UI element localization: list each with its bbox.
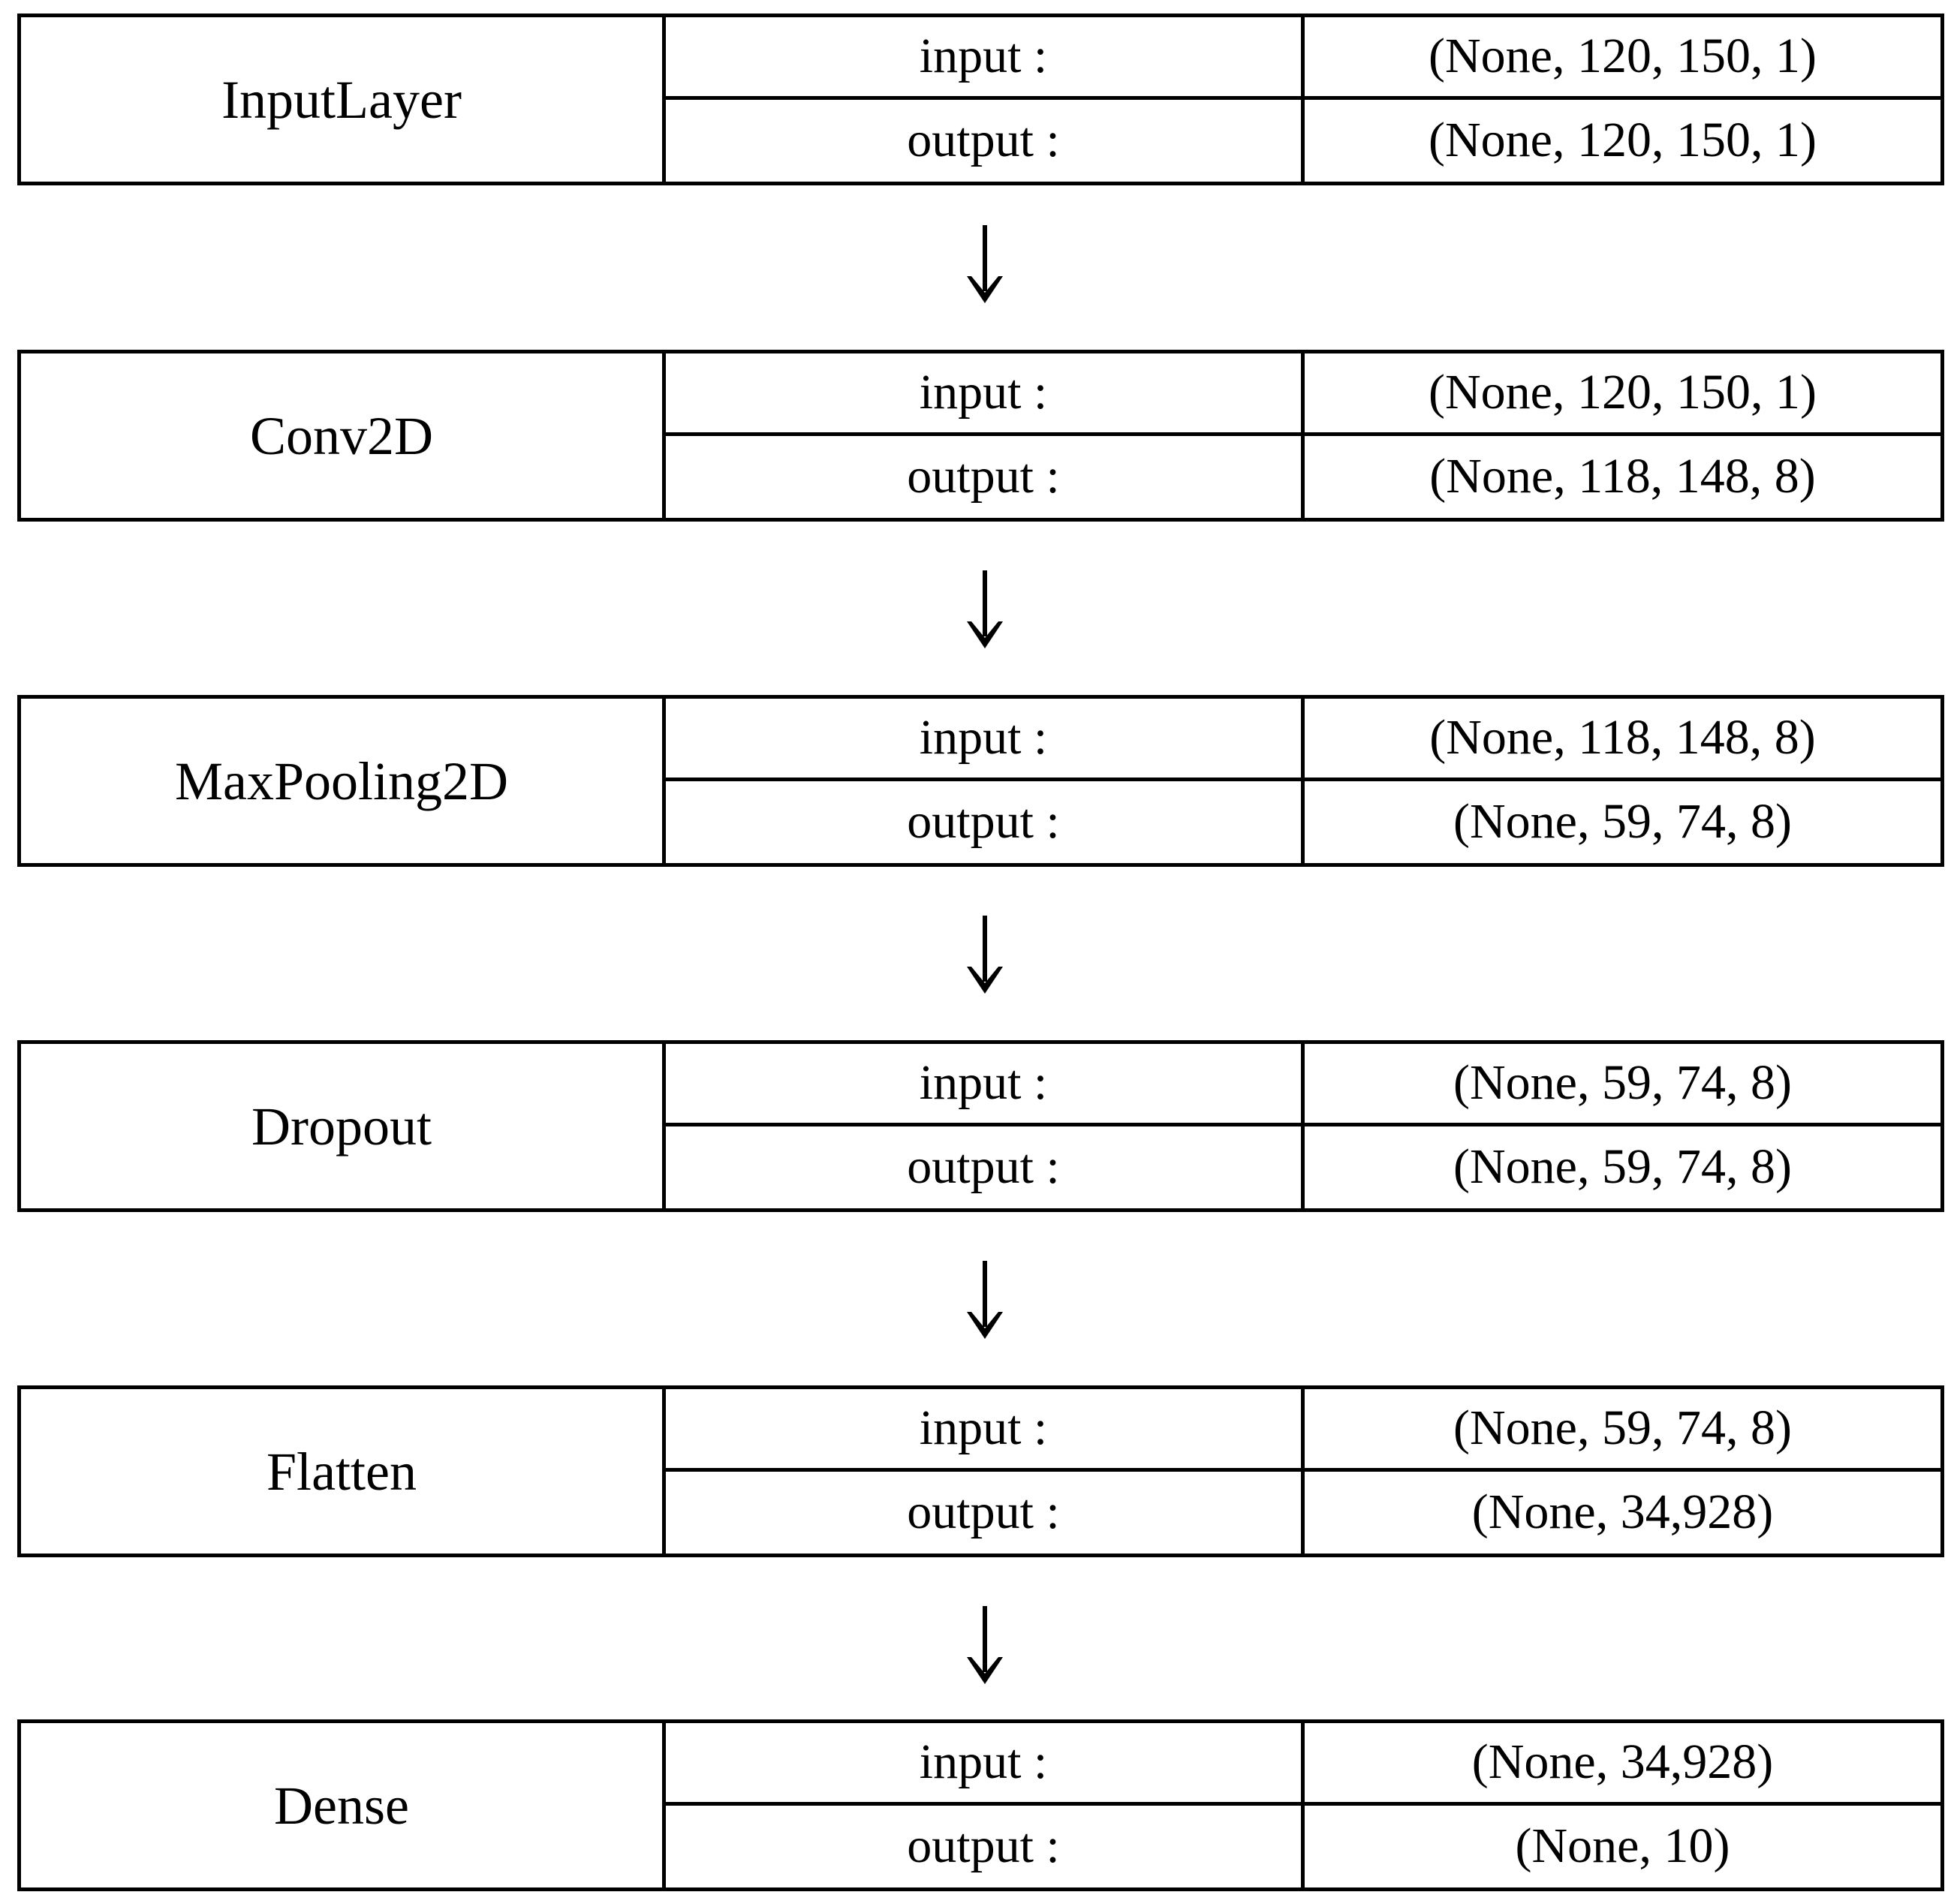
layer-io-table: input : (None, 118, 148, 8) output : (No…: [666, 699, 1940, 863]
layer-block-conv2d: Conv2D input : (None, 120, 150, 1) outpu…: [17, 350, 1944, 522]
down-arrow-icon-4: [965, 1261, 1004, 1342]
down-arrow-icon-2: [965, 570, 1004, 651]
output-row: output : (None, 34,928): [666, 1471, 1940, 1554]
layer-io-table: input : (None, 59, 74, 8) output : (None…: [666, 1044, 1940, 1208]
output-row: output : (None, 59, 74, 8): [666, 781, 1940, 863]
output-label: output :: [666, 435, 1305, 518]
output-row: output : (None, 118, 148, 8): [666, 435, 1940, 518]
layer-name: MaxPooling2D: [21, 699, 666, 863]
input-label: input :: [666, 353, 1305, 432]
input-shape: (None, 59, 74, 8): [1453, 1400, 1792, 1456]
layer-io-table: input : (None, 59, 74, 8) output : (None…: [666, 1389, 1940, 1554]
layer-name: Conv2D: [21, 353, 666, 518]
input-row: input : (None, 120, 150, 1): [666, 353, 1940, 436]
input-label: input :: [666, 1723, 1305, 1802]
input-shape: (None, 118, 148, 8): [1429, 710, 1816, 766]
output-row: output : (None, 59, 74, 8): [666, 1126, 1940, 1208]
output-shape: (None, 34,928): [1471, 1484, 1774, 1540]
output-label: output :: [666, 1805, 1305, 1887]
input-row: input : (None, 34,928): [666, 1723, 1940, 1806]
output-shape: (None, 120, 150, 1): [1429, 113, 1817, 168]
layer-io-table: input : (None, 120, 150, 1) output : (No…: [666, 353, 1940, 518]
input-label: input :: [666, 17, 1305, 96]
output-label: output :: [666, 1126, 1305, 1208]
input-row: input : (None, 59, 74, 8): [666, 1044, 1940, 1126]
output-shape: (None, 59, 74, 8): [1453, 1139, 1792, 1195]
layer-block-inputlayer: InputLayer input : (None, 120, 150, 1) o…: [17, 14, 1944, 185]
input-label: input :: [666, 1044, 1305, 1123]
input-row: input : (None, 118, 148, 8): [666, 699, 1940, 781]
down-arrow-icon-1: [965, 225, 1004, 306]
output-row: output : (None, 120, 150, 1): [666, 99, 1940, 182]
down-arrow-icon-5: [965, 1606, 1004, 1687]
input-row: input : (None, 59, 74, 8): [666, 1389, 1940, 1472]
input-shape: (None, 59, 74, 8): [1453, 1055, 1792, 1111]
output-label: output :: [666, 781, 1305, 863]
layer-name: InputLayer: [21, 17, 666, 182]
layer-name: Dropout: [21, 1044, 666, 1208]
layer-block-dense: Dense input : (None, 34,928) output : (N…: [17, 1719, 1944, 1891]
input-shape: (None, 120, 150, 1): [1429, 365, 1817, 420]
input-label: input :: [666, 1389, 1305, 1468]
layer-name: Dense: [21, 1723, 666, 1887]
output-shape: (None, 10): [1515, 1818, 1730, 1874]
layer-io-table: input : (None, 34,928) output : (None, 1…: [666, 1723, 1940, 1887]
layer-name: Flatten: [21, 1389, 666, 1554]
output-label: output :: [666, 99, 1305, 182]
output-shape: (None, 118, 148, 8): [1429, 449, 1816, 504]
layer-block-flatten: Flatten input : (None, 59, 74, 8) output…: [17, 1385, 1944, 1557]
output-row: output : (None, 10): [666, 1805, 1940, 1887]
output-shape: (None, 59, 74, 8): [1453, 794, 1792, 850]
layer-block-maxpooling2d: MaxPooling2D input : (None, 118, 148, 8)…: [17, 695, 1944, 867]
input-shape: (None, 34,928): [1471, 1734, 1774, 1790]
input-label: input :: [666, 699, 1305, 778]
output-label: output :: [666, 1471, 1305, 1554]
down-arrow-icon-3: [965, 916, 1004, 997]
input-row: input : (None, 120, 150, 1): [666, 17, 1940, 100]
layer-io-table: input : (None, 120, 150, 1) output : (No…: [666, 17, 1940, 182]
layer-block-dropout: Dropout input : (None, 59, 74, 8) output…: [17, 1040, 1944, 1212]
input-shape: (None, 120, 150, 1): [1429, 29, 1817, 84]
